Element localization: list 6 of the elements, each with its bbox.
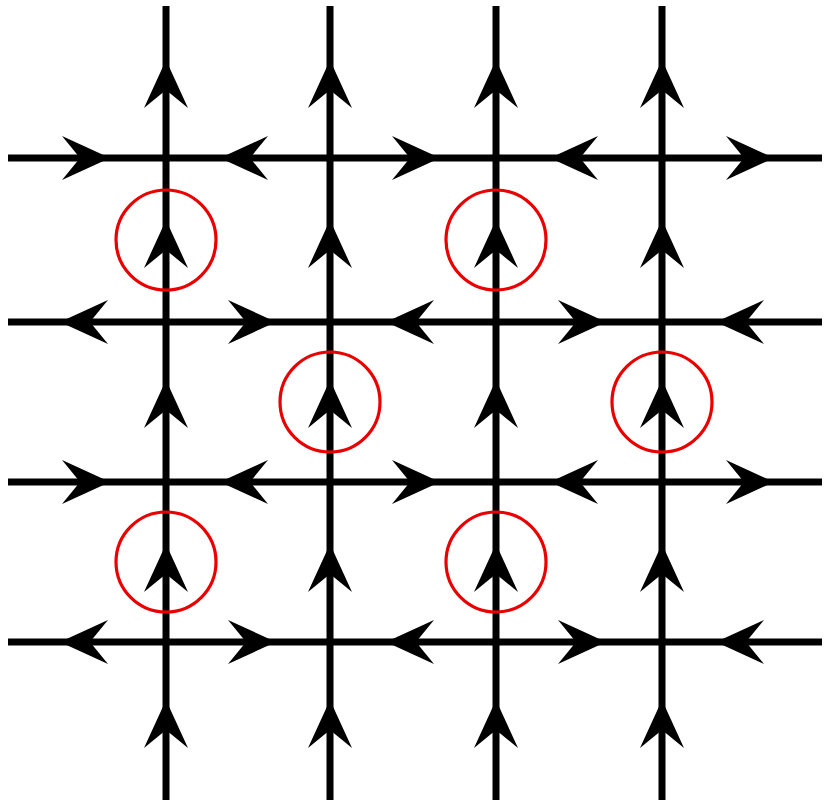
highlight-circle <box>114 188 218 292</box>
highlight-circle <box>444 510 548 614</box>
highlight-circle <box>114 510 218 614</box>
highlight-circle <box>610 350 714 454</box>
highlight-circle <box>278 350 382 454</box>
highlight-circle <box>444 188 548 292</box>
